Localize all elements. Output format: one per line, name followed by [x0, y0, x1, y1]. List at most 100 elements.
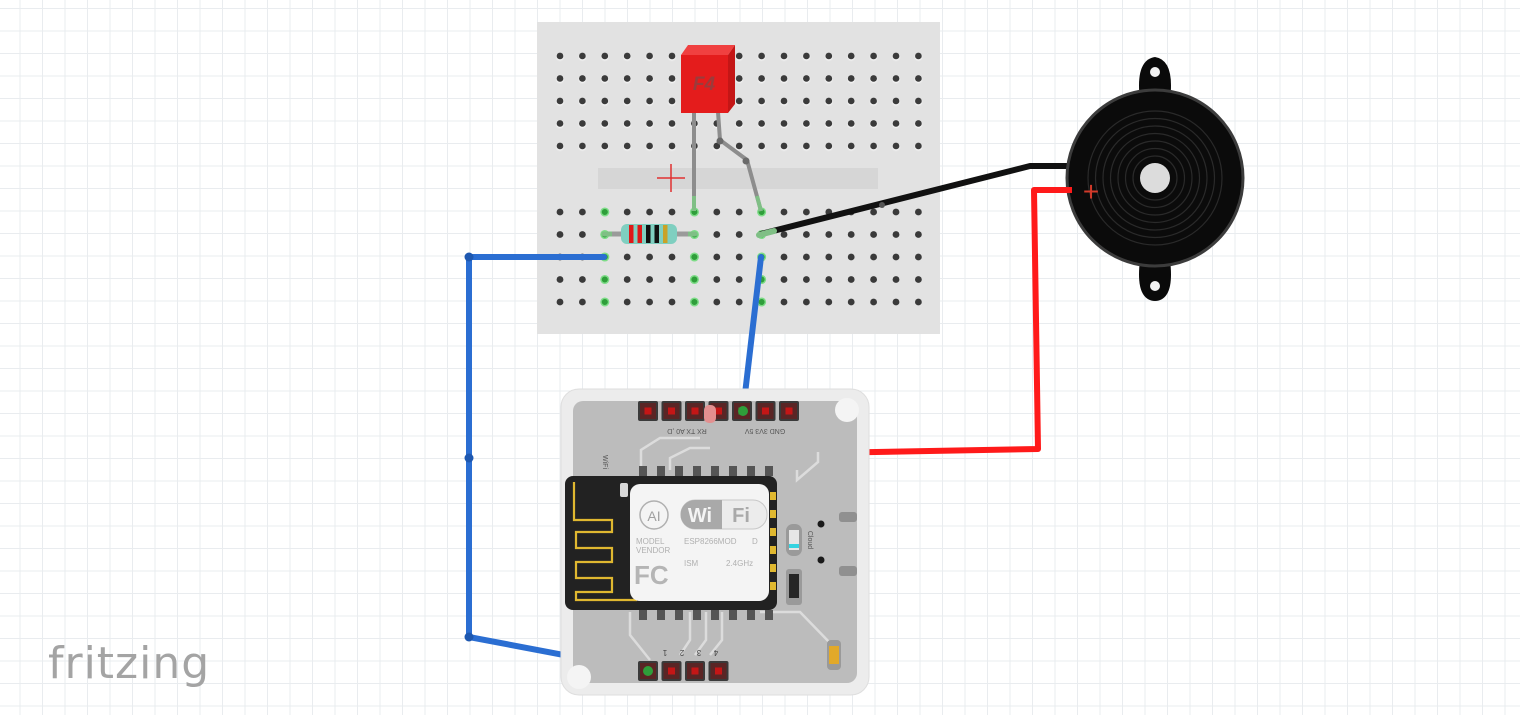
breadboard-hole[interactable] — [803, 97, 810, 105]
breadboard-hole[interactable] — [825, 253, 833, 261]
blue-wire-center[interactable] — [740, 254, 764, 414]
breadboard-hole[interactable] — [847, 97, 855, 105]
breadboard-hole-connected[interactable] — [689, 274, 699, 285]
breadboard-hole[interactable] — [646, 52, 653, 60]
top-header-pin[interactable] — [661, 401, 682, 421]
breadboard-hole[interactable] — [847, 253, 855, 261]
breadboard-hole[interactable] — [780, 298, 788, 306]
breadboard-hole[interactable] — [668, 52, 676, 60]
breadboard-hole[interactable] — [892, 231, 900, 238]
breadboard-hole[interactable] — [579, 97, 586, 105]
breadboard-hole[interactable] — [803, 75, 810, 82]
breadboard-hole[interactable] — [646, 120, 653, 127]
breadboard-hole[interactable] — [870, 75, 877, 82]
breadboard-hole[interactable] — [735, 231, 743, 238]
sensor-module[interactable]: F4 — [681, 45, 735, 113]
breadboard-hole-connected[interactable] — [600, 207, 610, 217]
breadboard-hole[interactable] — [601, 75, 609, 82]
breadboard-hole[interactable] — [780, 253, 788, 261]
breadboard-hole[interactable] — [646, 276, 653, 283]
breadboard-hole[interactable] — [915, 97, 922, 105]
breadboard-hole[interactable] — [803, 298, 810, 306]
breadboard-hole[interactable] — [915, 75, 922, 82]
breadboard-hole[interactable] — [825, 142, 833, 150]
breadboard-hole[interactable] — [668, 298, 676, 306]
breadboard-hole[interactable] — [579, 75, 586, 82]
breadboard-hole[interactable] — [758, 75, 765, 82]
breadboard-hole[interactable] — [825, 120, 833, 127]
breadboard-hole[interactable] — [780, 142, 788, 150]
breadboard-hole[interactable] — [803, 253, 810, 261]
breadboard-hole[interactable] — [915, 208, 922, 216]
top-header-pin[interactable] — [638, 401, 658, 421]
breadboard-hole[interactable] — [892, 298, 900, 306]
breadboard-hole[interactable] — [780, 120, 788, 127]
breadboard-hole[interactable] — [556, 120, 564, 127]
breadboard-hole[interactable] — [780, 208, 788, 216]
breadboard-hole[interactable] — [623, 120, 631, 127]
piezo-buzzer[interactable]: + — [1065, 57, 1245, 301]
breadboard-hole[interactable] — [556, 97, 564, 105]
breadboard-hole[interactable] — [803, 231, 810, 238]
breadboard-hole[interactable] — [556, 231, 564, 238]
breadboard-hole[interactable] — [892, 52, 900, 60]
breadboard-hole[interactable] — [646, 253, 653, 261]
breadboard-hole[interactable] — [623, 276, 631, 283]
breadboard-hole[interactable] — [870, 276, 877, 283]
breadboard-hole[interactable] — [735, 208, 743, 216]
bottom-header-pin[interactable] — [661, 661, 682, 681]
breadboard-hole[interactable] — [646, 97, 653, 105]
breadboard-hole[interactable] — [668, 253, 676, 261]
breadboard-hole[interactable] — [892, 75, 900, 82]
breadboard-hole[interactable] — [668, 75, 676, 82]
breadboard-hole[interactable] — [758, 52, 765, 60]
breadboard-hole[interactable] — [870, 52, 877, 60]
breadboard-hole[interactable] — [870, 298, 877, 306]
breadboard-hole[interactable] — [847, 120, 855, 127]
breadboard-hole[interactable] — [623, 97, 631, 105]
breadboard-hole[interactable] — [915, 253, 922, 261]
breadboard-hole[interactable] — [735, 253, 743, 261]
breadboard-hole[interactable] — [601, 142, 609, 150]
top-header-pin[interactable] — [779, 401, 799, 421]
breadboard-hole[interactable] — [623, 208, 631, 216]
breadboard-hole[interactable] — [847, 142, 855, 150]
breadboard-hole[interactable] — [758, 142, 765, 150]
breadboard-hole[interactable] — [803, 52, 810, 60]
breadboard-hole[interactable] — [601, 52, 609, 60]
breadboard-hole[interactable] — [668, 120, 676, 127]
breadboard-hole[interactable] — [803, 208, 810, 216]
breadboard-hole[interactable] — [556, 208, 564, 216]
breadboard-hole[interactable] — [915, 142, 922, 150]
breadboard-hole[interactable] — [915, 298, 922, 306]
breadboard-hole[interactable] — [713, 276, 721, 283]
breadboard-hole-connected[interactable] — [689, 252, 699, 262]
breadboard-hole[interactable] — [735, 52, 743, 60]
breadboard-hole[interactable] — [735, 142, 743, 150]
breadboard-hole[interactable] — [892, 142, 900, 150]
breadboard-hole[interactable] — [646, 142, 653, 150]
breadboard-hole[interactable] — [713, 231, 721, 238]
breadboard-hole[interactable] — [825, 231, 833, 238]
breadboard-hole[interactable] — [713, 298, 721, 306]
wire-bendpoint[interactable] — [464, 453, 474, 463]
breadboard-hole[interactable] — [556, 142, 564, 150]
breadboard-hole[interactable] — [892, 97, 900, 105]
breadboard-hole[interactable] — [780, 97, 788, 105]
breadboard-hole[interactable] — [735, 120, 743, 127]
breadboard-hole[interactable] — [870, 142, 877, 150]
breadboard-hole[interactable] — [601, 120, 609, 127]
breadboard-hole[interactable] — [579, 298, 586, 306]
breadboard-hole[interactable] — [668, 97, 676, 105]
breadboard-hole[interactable] — [803, 276, 810, 283]
breadboard-hole[interactable] — [780, 231, 788, 238]
bottom-header-pin[interactable] — [685, 661, 705, 681]
breadboard-hole[interactable] — [915, 52, 922, 60]
breadboard-hole[interactable] — [713, 142, 721, 150]
breadboard-hole[interactable] — [601, 97, 609, 105]
breadboard-hole[interactable] — [892, 253, 900, 261]
breadboard-hole[interactable] — [780, 75, 788, 82]
breadboard-hole[interactable] — [735, 75, 743, 82]
breadboard-hole[interactable] — [847, 276, 855, 283]
breadboard-hole[interactable] — [735, 276, 743, 283]
